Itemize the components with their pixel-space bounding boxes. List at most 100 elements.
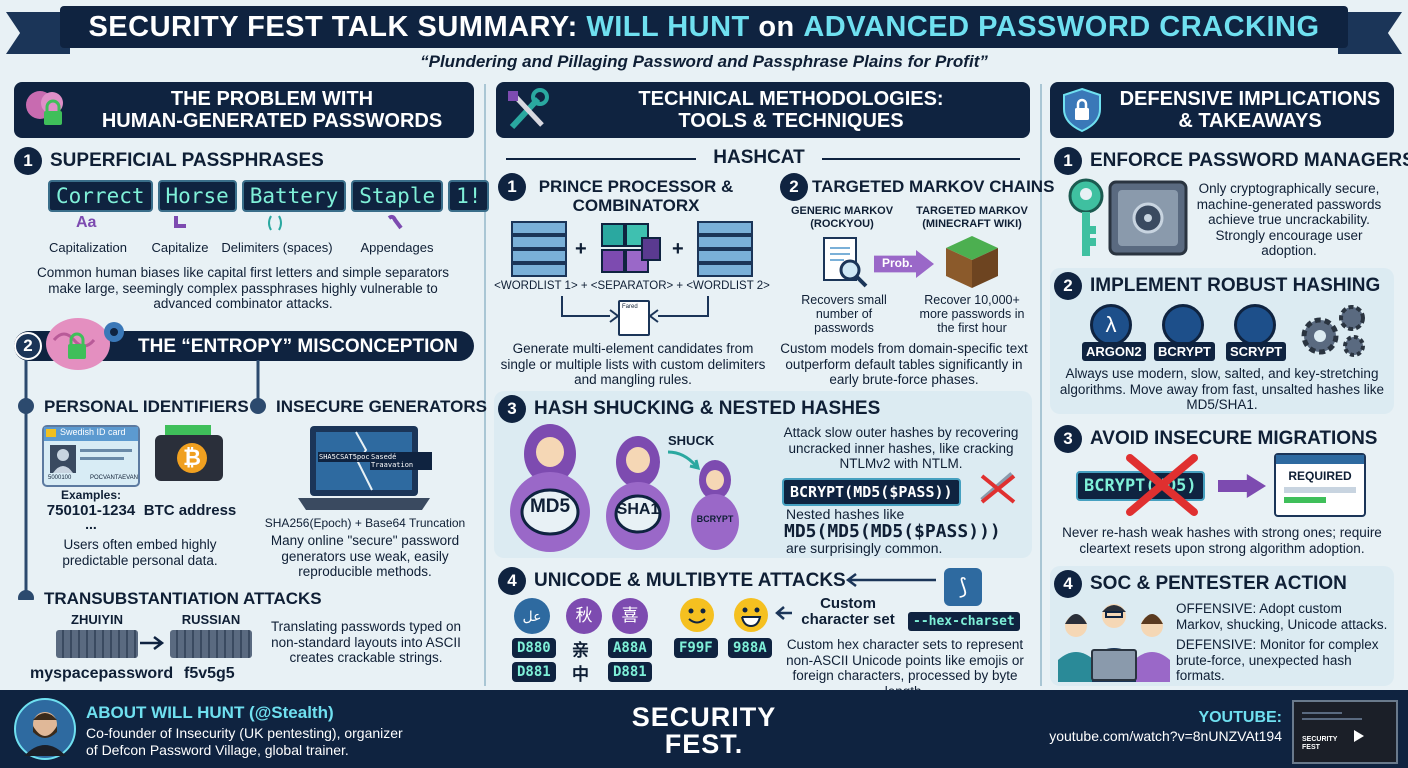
label-capitalize: Capitalize bbox=[151, 240, 209, 255]
arrow-left-small-icon bbox=[775, 606, 792, 620]
hex-charset-flag: --hex-charset bbox=[908, 612, 1020, 631]
word-tile: Horse bbox=[157, 180, 237, 212]
charset-icon: ⟆ bbox=[944, 568, 982, 606]
section-number: 4 bbox=[1054, 570, 1082, 598]
shuck-arrow-icon bbox=[667, 450, 701, 471]
smile-emoji-icon bbox=[680, 598, 714, 632]
gears-icon bbox=[1301, 305, 1365, 357]
section-number: 4 bbox=[498, 567, 526, 595]
shucking-description: Attack slow outer hashes by recovering u… bbox=[783, 425, 1019, 471]
flag-icon bbox=[46, 429, 56, 437]
left-column-header: THE PROBLEM WITH HUMAN-GENERATED PASSWOR… bbox=[14, 82, 474, 138]
migration-arrow-icon bbox=[1218, 474, 1266, 498]
doll-md5-label: MD5 bbox=[529, 496, 571, 517]
bitcoin-icon: ₿ bbox=[177, 443, 207, 473]
argon2-badge: ARGON2 bbox=[1082, 342, 1146, 361]
targeted-markov-result: Recover 10,000+ more passwords in the fi… bbox=[919, 293, 1025, 335]
screen-code-right: Sasedé Traavation bbox=[370, 452, 432, 470]
label-delimiters: Delimiters (spaces) bbox=[221, 240, 333, 255]
plus-sign: + bbox=[672, 238, 684, 260]
password-managers-title: 1 ENFORCE PASSWORD MANAGERS bbox=[1054, 147, 1408, 175]
about-line-2: of Defcon Password Village, global train… bbox=[86, 742, 349, 758]
title-part-3: on bbox=[758, 10, 795, 43]
section-number: 3 bbox=[498, 395, 526, 423]
zhuiyin-label: ZHUIYIN bbox=[71, 612, 123, 627]
entropy-title: THE “ENTROPY” MISCONCEPTION bbox=[138, 336, 458, 357]
separator-blocks-icon bbox=[601, 223, 661, 273]
scrypt-database-icon bbox=[1234, 304, 1276, 346]
hex-tile: F99F bbox=[674, 638, 718, 658]
prince-title: PRINCE PROCESSOR & COMBINATORX bbox=[538, 177, 734, 215]
passphrase-description: Common human biases like capital first l… bbox=[37, 265, 449, 311]
footer-bar bbox=[0, 690, 1408, 768]
offensive-text: OFFENSIVE: Adopt custom Markov, shucking… bbox=[1176, 601, 1388, 632]
insecure-generators-title: INSECURE GENERATORS bbox=[276, 397, 487, 416]
minecraft-block-icon bbox=[946, 236, 998, 288]
russian-value: f5v5g5 bbox=[184, 665, 235, 682]
arrow-right-icon bbox=[140, 636, 165, 650]
play-icon bbox=[1354, 730, 1364, 742]
nesting-doll-large-icon bbox=[510, 424, 590, 552]
nested-label: Nested hashes like bbox=[786, 506, 905, 522]
examples-label: Examples: bbox=[60, 488, 122, 502]
cjk-char: 中 bbox=[572, 665, 589, 684]
required-label: REQUIRED bbox=[1288, 469, 1352, 483]
wordlist-2-stack-icon bbox=[697, 221, 753, 277]
delimiter-icon bbox=[268, 215, 282, 231]
example-ellipsis: ... bbox=[85, 516, 97, 532]
cjk-char: 亲 bbox=[572, 641, 589, 660]
section-number: 3 bbox=[1054, 425, 1082, 453]
russian-keyboard-icon bbox=[170, 630, 252, 658]
word-tile: Correct bbox=[48, 180, 153, 212]
probability-label: Prob. bbox=[882, 256, 913, 270]
grin-emoji-icon bbox=[734, 598, 768, 632]
arrow-left-icon bbox=[845, 573, 936, 587]
btc-label: BTC address bbox=[143, 502, 237, 519]
title-part-2: WILL HUNT bbox=[586, 10, 750, 43]
bcrypt-md5-code: BCRYPT(MD5($PASS)) bbox=[782, 478, 961, 506]
title-banner: SECURITY FEST TALK SUMMARY: WILL HUNT on… bbox=[60, 6, 1348, 48]
label-appendages: Appendages bbox=[360, 240, 434, 255]
security-fest-logo: SECURITY FEST. bbox=[631, 702, 777, 759]
unicode-title: 4 UNICODE & MULTIBYTE ATTACKS bbox=[498, 567, 846, 595]
youtube-label: YOUTUBE: bbox=[1198, 709, 1282, 726]
generator-description: Many online "secure" password generators… bbox=[270, 533, 460, 579]
bcrypt-gear-icon bbox=[1162, 304, 1204, 346]
scrypt-badge: SCRYPT bbox=[1226, 342, 1287, 361]
right-header-line-2: & TAKEAWAYS bbox=[1178, 110, 1322, 132]
appendage-icon bbox=[387, 214, 403, 230]
youtube-link[interactable]: youtube.com/watch?v=8nUNZVAt194 bbox=[1049, 728, 1282, 744]
word-tile: Battery bbox=[241, 180, 347, 212]
subtitle: “Plundering and Pillaging Password and P… bbox=[420, 52, 988, 71]
hex-tile: D880 bbox=[512, 638, 556, 658]
crossed-sword-icon bbox=[980, 472, 1016, 504]
generic-markov-label: GENERIC MARKOV (ROCKYOU) bbox=[790, 205, 894, 230]
personal-description: Users often embed highly predictable per… bbox=[62, 537, 218, 568]
label-capitalization: Capitalization bbox=[48, 240, 128, 255]
section-number: 1 bbox=[498, 173, 526, 201]
speaker-avatar bbox=[14, 698, 76, 760]
wallet-icon: ₿ bbox=[155, 425, 225, 483]
argon2-icon: λ bbox=[1090, 304, 1132, 346]
markov-description: Custom models from domain-specific text … bbox=[780, 341, 1028, 387]
markov-title: TARGETED MARKOV CHAINS bbox=[812, 177, 1055, 196]
magnified-document-icon bbox=[823, 237, 868, 288]
title-part-1: SECURITY FEST TALK SUMMARY: bbox=[88, 10, 578, 43]
russian-label: RUSSIAN bbox=[181, 612, 241, 627]
superficial-passphrases-title: 1 SUPERFICIAL PASSPHRASES bbox=[14, 147, 324, 175]
robust-hashing-title: 2 IMPLEMENT ROBUST HASHING bbox=[1054, 272, 1380, 300]
combinator-formula: <WORDLIST 1> + <SEPARATOR> + <WORDLIST 2… bbox=[494, 280, 770, 292]
nested-code: MD5(MD5(MD5($PASS))) bbox=[784, 521, 1001, 542]
nesting-doll-medium-icon bbox=[606, 436, 670, 550]
chinese-glyph-icon: 秋 bbox=[566, 598, 602, 634]
hex-tile: D881 bbox=[512, 662, 556, 682]
team-at-laptop-icon bbox=[1058, 604, 1170, 682]
shuck-label: SHUCK bbox=[668, 433, 715, 448]
about-line-1: Co-founder of Insecurity (UK pentesting)… bbox=[86, 725, 403, 741]
insecure-migrations-description: Never re-hash weak hashes with strong on… bbox=[1062, 525, 1382, 556]
shield-lock-icon bbox=[1063, 87, 1101, 133]
bcrypt-badge: BCRYPT bbox=[1154, 342, 1215, 361]
section-number: 2 bbox=[780, 173, 808, 201]
hex-tile: A88A bbox=[608, 638, 652, 658]
video-thumbnail[interactable]: SECURITY FEST bbox=[1292, 700, 1398, 764]
